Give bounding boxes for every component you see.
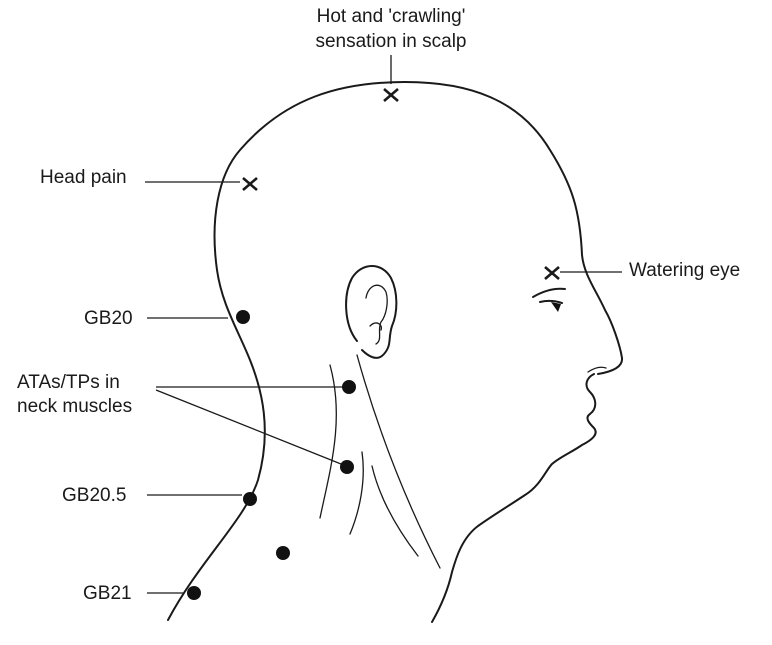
eye xyxy=(533,289,565,312)
scalp-label-line2: sensation in scalp xyxy=(315,31,466,52)
watering-eye-label: Watering eye xyxy=(629,260,740,281)
gb20-5-label: GB20.5 xyxy=(62,485,126,506)
trigger-points xyxy=(187,310,356,600)
scalp-label-line1: Hot and 'crawling' xyxy=(317,6,466,27)
atas-label-line2: neck muscles xyxy=(17,396,132,417)
trapezius-line xyxy=(320,365,336,518)
gb21-label: GB21 xyxy=(83,583,132,604)
head-pain-x-mark xyxy=(243,178,257,190)
head-pain-label: Head pain xyxy=(40,167,127,188)
leader-lines xyxy=(145,55,622,593)
sternocleidomastoid-line xyxy=(357,355,440,568)
x-marks xyxy=(243,89,559,279)
gb20-5-point xyxy=(243,492,257,506)
ear-inner xyxy=(366,285,387,344)
neck-muscle-line-3 xyxy=(372,466,418,556)
nostril xyxy=(588,367,606,372)
pupil xyxy=(551,302,561,312)
gb20-point xyxy=(236,310,250,324)
atas-leader-lower xyxy=(156,390,341,464)
watering-eye-x-mark xyxy=(545,267,559,279)
scalp-x-mark xyxy=(384,89,398,101)
ear xyxy=(346,266,396,358)
ear-outer xyxy=(346,266,396,358)
gb20-label: GB20 xyxy=(84,308,133,329)
eyelid xyxy=(540,301,562,303)
neck-tp-upper-point xyxy=(342,380,356,394)
atas-label-line1: ATAs/TPs in xyxy=(17,372,120,393)
head-outline xyxy=(168,82,622,622)
skull-back-neck-line xyxy=(168,82,622,620)
neck-lower-point xyxy=(276,546,290,560)
face-profile-line xyxy=(432,374,596,622)
labels: Hot and 'crawling' sensation in scalp He… xyxy=(17,6,740,604)
neck-tp-lower-point xyxy=(340,460,354,474)
gb21-point xyxy=(187,586,201,600)
eyebrow xyxy=(533,289,565,297)
